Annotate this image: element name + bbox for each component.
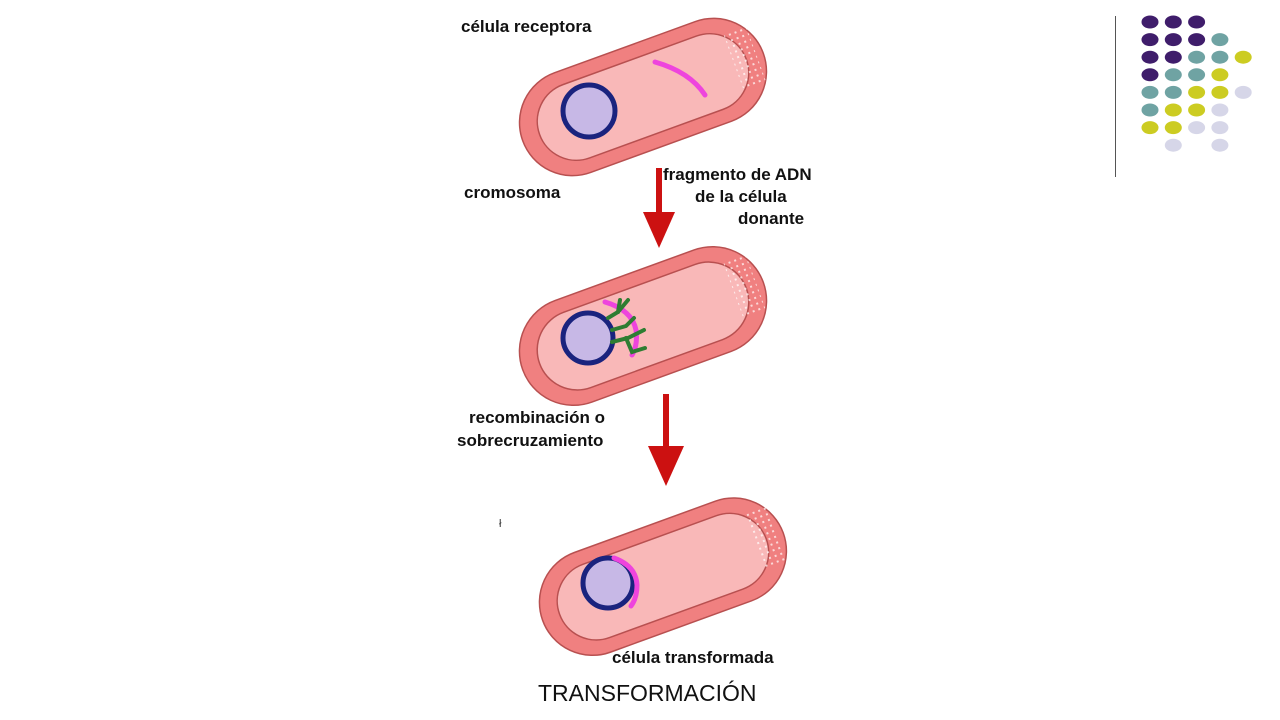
decorative-dot — [1211, 121, 1229, 135]
decorative-dot — [1211, 103, 1229, 117]
decorative-dot — [1164, 103, 1182, 117]
label-fragment-line-1: fragmento de ADN — [663, 165, 812, 184]
decorative-dot — [1141, 50, 1159, 64]
wall-speckle — [742, 504, 786, 569]
recombining-cell — [518, 245, 768, 407]
divider-line — [1115, 16, 1116, 177]
decorative-dot — [1211, 33, 1229, 47]
label-fragment-line-2: de la célula — [695, 187, 787, 206]
decorative-dot — [1234, 85, 1252, 99]
decorative-dot — [1188, 15, 1206, 29]
label-chromosome: cromosoma — [464, 183, 561, 202]
integrated-dna-segment — [611, 555, 640, 609]
chromosome-ring — [560, 310, 616, 366]
transformed-cell — [538, 497, 788, 657]
diagram-title: TRANSFORMACIÓN — [538, 680, 757, 706]
decorative-dot — [1234, 50, 1252, 64]
decorative-dot — [1188, 103, 1206, 117]
wall-speckle — [722, 24, 766, 90]
stray-mark: ł — [499, 518, 502, 530]
decorative-dot — [1164, 33, 1182, 47]
label-recipient-cell: célula receptora — [461, 17, 592, 36]
label-recombination-line-1: recombinación o — [469, 408, 606, 427]
wall-speckle — [722, 252, 767, 320]
donor-dna-fragment — [652, 59, 708, 98]
decorative-dot — [1211, 68, 1229, 82]
decorative-dot — [1141, 85, 1159, 99]
decorative-dot — [1164, 50, 1182, 64]
chromosome-ring — [580, 555, 636, 611]
label-recombination-line-2: sobrecruzamiento — [457, 431, 604, 450]
chromosome-ring — [560, 82, 618, 140]
decorative-dot — [1141, 33, 1159, 47]
label-transformed-cell: célula transformada — [612, 648, 774, 667]
decorative-dot — [1141, 103, 1159, 117]
decorative-dot-grid — [1141, 15, 1252, 152]
decorative-dot — [1164, 121, 1182, 135]
label-fragment-line-3: donante — [738, 209, 805, 228]
decorative-dot — [1211, 138, 1229, 152]
decorative-dot — [1164, 85, 1182, 99]
decorative-dot — [1188, 33, 1206, 47]
arrow-down-1 — [643, 168, 675, 248]
decorative-dot — [1141, 121, 1159, 135]
decorative-dot — [1188, 85, 1206, 99]
decorative-dot — [1188, 68, 1206, 82]
arrow-down-2 — [648, 394, 684, 486]
decorative-dot — [1164, 138, 1182, 152]
decorative-dot — [1141, 68, 1159, 82]
decorative-dot — [1211, 85, 1229, 99]
decorative-dot — [1141, 15, 1159, 29]
decorative-dot — [1188, 50, 1206, 64]
decorative-dot — [1164, 68, 1182, 82]
decorative-dot — [1164, 15, 1182, 29]
recombination-enzymes — [606, 298, 647, 355]
decorative-dot — [1188, 121, 1206, 135]
decorative-dot — [1211, 50, 1229, 64]
